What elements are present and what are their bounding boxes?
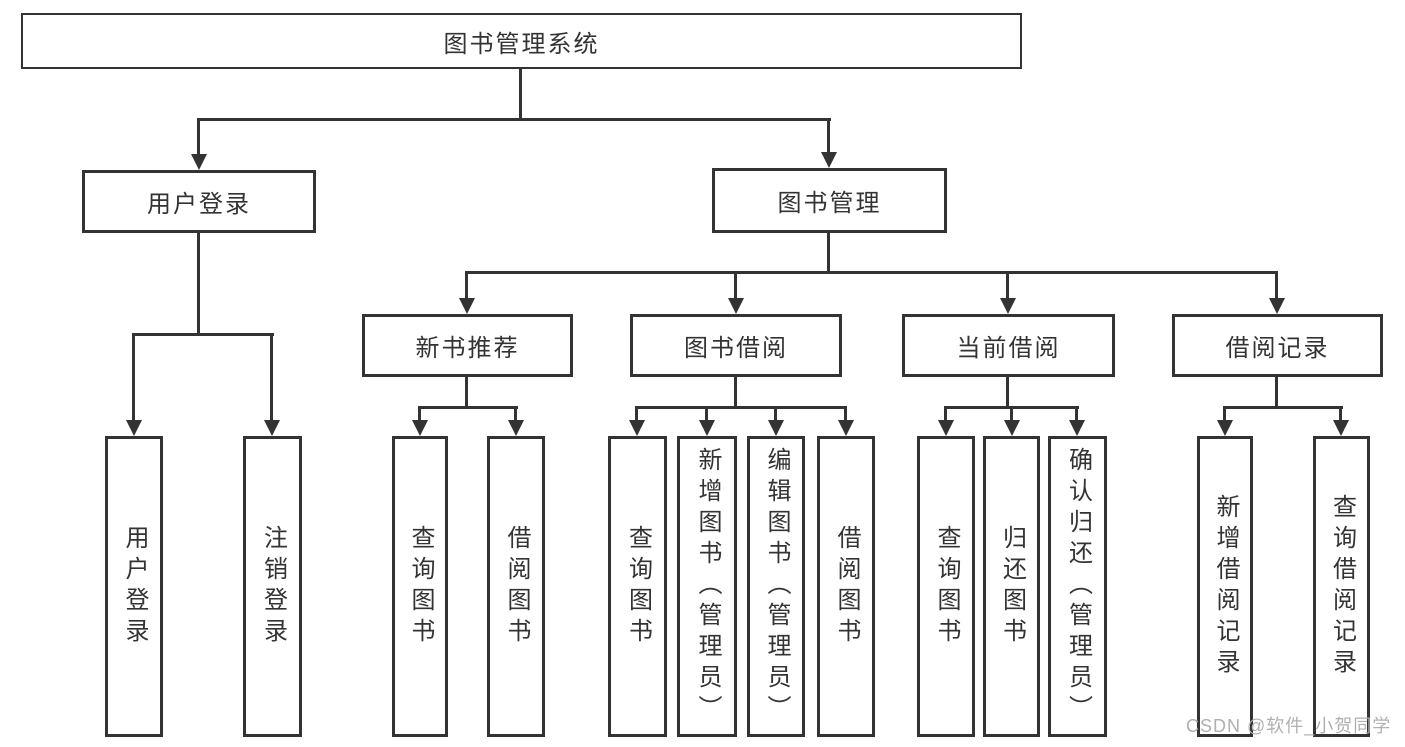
connector-line	[635, 406, 847, 409]
node-book-management-label: 图书管理	[777, 190, 882, 217]
arrowhead-down	[126, 420, 142, 436]
connector-line	[827, 118, 830, 156]
connector-line	[1223, 406, 1343, 409]
arrowhead-down	[1217, 420, 1233, 436]
connector-line	[1223, 406, 1226, 424]
leaf-query-books-recommend: 查询图书	[392, 436, 448, 737]
leaf-add-books-admin: 新增图书（管理员）	[677, 436, 737, 737]
leaf-user-login-label: 用户登录	[121, 524, 148, 649]
leaf-user-login: 用户登录	[105, 436, 163, 737]
arrowhead-down	[264, 420, 280, 436]
connector-line	[1006, 377, 1009, 408]
node-borrow-records: 借阅记录	[1172, 314, 1383, 377]
leaf-edit-books-admin-label: 编辑图书（管理员）	[763, 447, 790, 726]
arrowhead-down	[1000, 298, 1016, 314]
connector-line	[197, 233, 200, 336]
leaf-query-books-borrow: 查询图书	[608, 436, 667, 737]
node-current-borrow-label: 当前借阅	[956, 335, 1061, 362]
arrowhead-down	[699, 420, 715, 436]
connector-line	[519, 69, 522, 120]
leaf-query-books-recommend-label: 查询图书	[407, 524, 434, 649]
leaf-logout: 注销登录	[243, 436, 302, 737]
connector-line	[1339, 406, 1342, 424]
connector-line	[774, 406, 777, 424]
node-root-label: 图书管理系统	[443, 30, 600, 58]
connector-line	[132, 333, 135, 423]
connector-line	[827, 233, 830, 274]
leaf-add-borrow-record-label: 新增借阅记录	[1212, 493, 1239, 680]
node-new-book-recommend: 新书推荐	[362, 314, 573, 377]
leaf-add-books-admin-label: 新增图书（管理员）	[694, 447, 721, 726]
connector-line	[1275, 377, 1278, 408]
csdn-watermark: CSDN @软件_小贺同学	[1186, 716, 1392, 736]
arrowhead-down	[629, 420, 645, 436]
leaf-confirm-return-admin-label: 确认归还（管理员）	[1064, 447, 1092, 726]
leaf-query-books-current: 查询图书	[917, 436, 975, 737]
leaf-confirm-return-admin: 确认归还（管理员）	[1048, 436, 1107, 737]
arrowhead-down	[768, 420, 784, 436]
node-book-borrow: 图书借阅	[630, 314, 842, 377]
node-user-login-label: 用户登录	[147, 191, 251, 218]
arrowhead-down	[1004, 420, 1020, 436]
connector-line	[1006, 271, 1009, 302]
connector-line	[844, 406, 847, 424]
arrowhead-down	[938, 420, 954, 436]
arrowhead-down	[838, 420, 854, 436]
arrowhead-down	[1333, 420, 1349, 436]
connector-line	[270, 333, 273, 423]
node-new-book-recommend-label: 新书推荐	[415, 335, 520, 362]
connector-line	[944, 406, 947, 424]
connector-line	[1075, 406, 1078, 424]
connector-line	[418, 406, 518, 409]
connector-line	[1010, 406, 1013, 424]
connector-line	[635, 406, 638, 424]
connector-line	[465, 271, 1278, 274]
arrowhead-down	[1069, 420, 1085, 436]
arrowhead-down	[728, 298, 744, 314]
node-book-borrow-label: 图书借阅	[684, 335, 788, 362]
arrowhead-down	[459, 298, 475, 314]
leaf-add-borrow-record: 新增借阅记录	[1197, 436, 1253, 737]
connector-line	[132, 333, 274, 336]
connector-line	[197, 118, 200, 158]
leaf-query-books-current-label: 查询图书	[933, 524, 960, 649]
connector-line	[465, 377, 468, 408]
node-user-login: 用户登录	[82, 170, 316, 233]
leaf-borrow-books-recommend: 借阅图书	[487, 436, 545, 737]
leaf-borrow-books-recommend-label: 借阅图书	[503, 524, 530, 649]
arrowhead-down	[191, 154, 207, 170]
connector-line	[734, 271, 737, 302]
leaf-query-books-borrow-label: 查询图书	[624, 524, 652, 649]
arrowhead-down	[508, 420, 524, 436]
connector-line	[465, 271, 468, 302]
leaf-return-books-label: 归还图书	[998, 524, 1026, 649]
node-root-system: 图书管理系统	[21, 13, 1022, 69]
connector-line	[705, 406, 708, 424]
arrowhead-down	[1269, 298, 1285, 314]
leaf-query-borrow-record-label: 查询借阅记录	[1328, 493, 1356, 680]
connector-line	[734, 377, 737, 408]
arrowhead-down	[821, 152, 837, 168]
node-current-borrow: 当前借阅	[902, 314, 1115, 377]
leaf-return-books: 归还图书	[983, 436, 1040, 737]
leaf-borrow-books-label: 借阅图书	[833, 524, 860, 649]
connector-line	[418, 406, 421, 424]
connector-line	[1275, 271, 1278, 302]
node-borrow-records-label: 借阅记录	[1225, 335, 1330, 362]
leaf-edit-books-admin: 编辑图书（管理员）	[747, 436, 805, 737]
leaf-query-borrow-record: 查询借阅记录	[1313, 436, 1370, 737]
node-book-management: 图书管理	[712, 168, 947, 233]
connector-line	[198, 118, 831, 121]
arrowhead-down	[412, 420, 428, 436]
leaf-borrow-books: 借阅图书	[817, 436, 875, 737]
leaf-logout-label: 注销登录	[259, 524, 287, 649]
connector-line	[514, 406, 517, 424]
